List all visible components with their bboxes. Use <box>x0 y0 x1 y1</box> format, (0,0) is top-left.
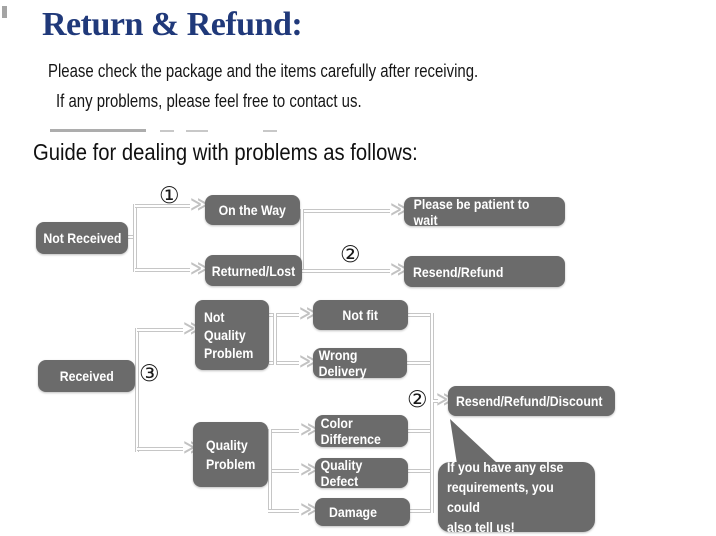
node-quality-problem: Quality Problem <box>193 422 268 487</box>
cropped-text-artifact <box>263 130 277 132</box>
speech-bubble-tail <box>450 419 497 464</box>
node-resend-refund-discount: Resend/Refund/Discount <box>448 386 615 416</box>
note-speech-bubble: If you have any else requirements, you c… <box>438 459 595 535</box>
arrowhead-icon: ≫ <box>190 194 209 215</box>
cropped-text-artifact <box>50 129 146 132</box>
node-wrong-delivery: Wrong Delivery <box>313 347 407 379</box>
node-on-the-way: On the Way <box>205 195 300 225</box>
connector-line <box>135 204 190 208</box>
guide-heading: Guide for dealing with problems as follo… <box>33 139 418 165</box>
arrowhead-icon: ≫ <box>300 459 319 480</box>
connector-line <box>408 469 432 473</box>
node-resend-refund: Resend/Refund <box>404 256 565 287</box>
step-marker-2: ② <box>340 242 361 268</box>
node-damage: Damage <box>315 498 410 526</box>
connector-line <box>407 361 432 365</box>
node-not-received: Not Received <box>36 222 128 254</box>
connector-line <box>269 361 299 365</box>
connector-line <box>268 509 299 513</box>
node-received: Received <box>38 360 135 392</box>
cropped-text-artifact <box>186 130 208 132</box>
connector-line <box>269 313 299 317</box>
step-marker-3: ③ <box>139 361 160 387</box>
connector-line <box>300 209 390 213</box>
connector-line <box>268 469 299 473</box>
connector-line <box>408 313 432 317</box>
connector-line <box>135 328 139 452</box>
connector-line <box>137 328 183 332</box>
connector-line <box>137 447 183 451</box>
connector-line <box>268 429 299 433</box>
node-not-quality-problem: Not Quality Problem <box>195 300 269 370</box>
arrowhead-icon: ≫ <box>300 419 319 440</box>
intro-line-2: If any problems, please feel free to con… <box>56 91 362 111</box>
connector-line <box>302 269 390 273</box>
connector-line <box>128 235 136 239</box>
arrowhead-icon: ≫ <box>300 499 319 520</box>
connector-line <box>133 204 137 272</box>
connector-line <box>268 429 272 513</box>
cropped-text-artifact <box>160 130 174 132</box>
node-color-difference: Color Difference <box>315 415 408 447</box>
connector-line <box>410 509 432 513</box>
connector-line <box>430 313 434 513</box>
scan-artifact <box>2 6 7 18</box>
connector-line <box>273 313 277 365</box>
step-marker-2b: ② <box>407 387 428 413</box>
node-quality-defect: Quality Defect <box>315 457 408 489</box>
node-returned-lost: Returned/Lost <box>205 255 302 286</box>
node-be-patient: Please be patient to wait <box>404 196 565 228</box>
connector-line <box>433 399 438 403</box>
node-not-fit: Not fit <box>313 300 408 330</box>
step-marker-1: ① <box>159 183 180 209</box>
connector-line <box>408 429 432 433</box>
arrowhead-icon: ≫ <box>190 258 209 279</box>
page-title: Return & Refund: <box>42 6 303 43</box>
connector-line <box>135 268 190 272</box>
intro-line-1: Please check the package and the items c… <box>48 61 479 81</box>
connector-line <box>300 209 304 271</box>
